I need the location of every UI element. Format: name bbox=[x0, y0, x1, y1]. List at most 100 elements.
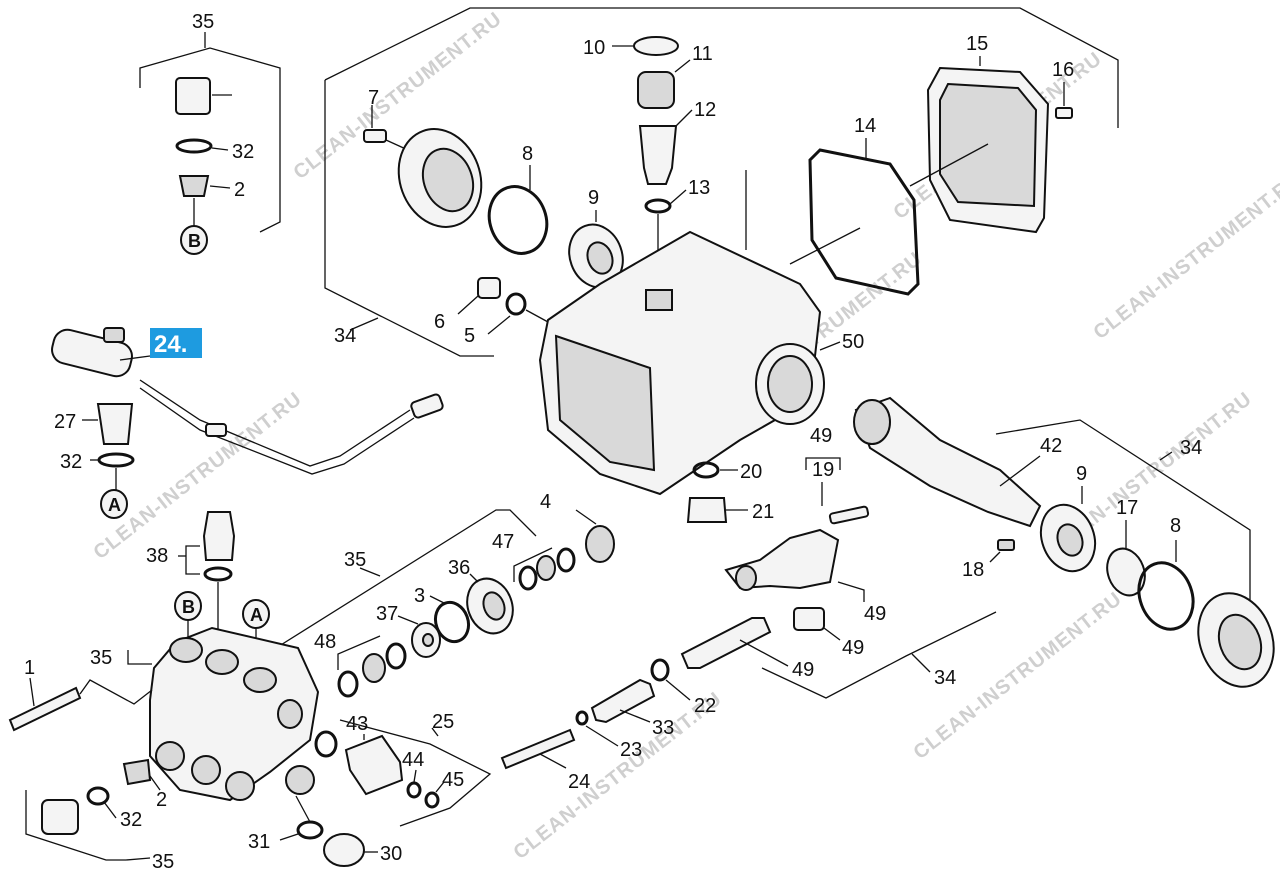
part-number-48: 48 bbox=[314, 631, 336, 653]
part-number-24: 24 bbox=[568, 771, 590, 793]
group-top-center: 10 11 12 13 bbox=[583, 36, 716, 290]
part-number-12: 12 bbox=[694, 99, 716, 121]
part-number-19: 19 bbox=[812, 459, 834, 481]
valve-seat-part bbox=[96, 403, 134, 445]
o-ring-part bbox=[97, 452, 135, 468]
group-top-left: 35 32 2 B bbox=[139, 11, 281, 255]
part-number-35: 35 bbox=[90, 647, 112, 669]
plunger-guide-part bbox=[680, 617, 772, 669]
seal-part bbox=[536, 555, 556, 581]
check-valve-part bbox=[202, 511, 236, 561]
part-number-34: 34 bbox=[934, 667, 956, 689]
part-number-20: 20 bbox=[740, 461, 762, 483]
part-number-14: 14 bbox=[854, 115, 876, 137]
group-crankshaft: 34 42 20 21 49 19 9 17 8 18 bbox=[686, 396, 1275, 688]
ring-part bbox=[518, 565, 538, 591]
key-part bbox=[997, 539, 1015, 551]
part-number-16: 16 bbox=[1052, 59, 1074, 81]
callout-b-letter: B bbox=[182, 597, 195, 617]
manifold-port bbox=[191, 755, 221, 785]
bolt-part bbox=[8, 686, 82, 732]
crankcase-bore-inner bbox=[767, 355, 813, 413]
callout-a bbox=[100, 489, 128, 519]
valve-part bbox=[178, 175, 210, 197]
part-number-34: 34 bbox=[1180, 437, 1202, 459]
bearing-bore bbox=[1056, 523, 1084, 557]
part-number-50: 50 bbox=[842, 331, 864, 353]
part-number-30: 30 bbox=[380, 843, 402, 865]
part-number-44: 44 bbox=[402, 749, 424, 771]
rear-cover-inner bbox=[939, 82, 1038, 208]
group-rear-cover: 15 16 14 bbox=[324, 7, 1119, 296]
manifold-port bbox=[205, 649, 239, 675]
callout-b bbox=[180, 225, 208, 255]
group-manifold: B A 1 35 43 25 44 45 bbox=[8, 591, 492, 827]
part-number-6: 6 bbox=[434, 311, 445, 333]
o-ring-part bbox=[1137, 561, 1195, 631]
gasket-part bbox=[808, 148, 920, 296]
callout-a-letter: A bbox=[108, 495, 121, 515]
part-number-45: 45 bbox=[442, 769, 464, 791]
bolt-part bbox=[363, 129, 387, 143]
part-number-7: 7 bbox=[368, 87, 379, 109]
part-number-32: 32 bbox=[60, 451, 82, 473]
o-ring-part bbox=[424, 791, 440, 809]
group-front-cover: 7 8 9 bbox=[363, 87, 624, 289]
bearing-cover-bore bbox=[1217, 613, 1263, 671]
valve-part bbox=[122, 758, 152, 786]
plug-part bbox=[686, 497, 728, 523]
part-number-32: 32 bbox=[120, 809, 142, 831]
manifold-port bbox=[225, 771, 255, 801]
manifold-port bbox=[155, 741, 185, 771]
part-number-36: 36 bbox=[448, 557, 470, 579]
sensor-nut-part bbox=[103, 327, 125, 343]
part-number-49: 49 bbox=[792, 659, 814, 681]
filter-part bbox=[637, 71, 675, 109]
o-ring-part bbox=[296, 820, 324, 840]
ring-part bbox=[556, 547, 576, 573]
o-ring-part bbox=[505, 292, 527, 316]
part-number-8: 8 bbox=[1170, 515, 1181, 537]
plug-part bbox=[477, 277, 501, 299]
seal-part bbox=[1106, 547, 1146, 597]
part-number-35: 35 bbox=[192, 11, 214, 33]
part-number-32: 32 bbox=[232, 141, 254, 163]
part-number-8: 8 bbox=[522, 143, 533, 165]
part-number-47: 47 bbox=[492, 531, 514, 553]
group-check-valve: 38 bbox=[146, 511, 236, 640]
group-crankcase: 34 50 6 5 bbox=[324, 80, 864, 496]
cup-part bbox=[638, 125, 678, 185]
seal-part bbox=[585, 525, 615, 563]
part-number-22: 22 bbox=[694, 695, 716, 717]
group-seals: 35 4 47 36 3 37 48 bbox=[275, 491, 615, 698]
ring-part bbox=[385, 642, 407, 670]
plug-part bbox=[323, 833, 365, 867]
o-ring-part bbox=[314, 730, 338, 758]
seal-part bbox=[362, 653, 386, 683]
manifold-part bbox=[149, 626, 320, 802]
valve-assembly-part bbox=[344, 734, 404, 796]
plunger-part bbox=[590, 678, 656, 724]
part-number-4: 4 bbox=[540, 491, 551, 513]
manifold-port bbox=[243, 667, 277, 693]
part-number-49: 49 bbox=[842, 637, 864, 659]
ring-part bbox=[337, 670, 359, 698]
crankcase-port bbox=[645, 289, 673, 311]
part-number-17: 17 bbox=[1116, 497, 1138, 519]
bearing-cover-bore bbox=[421, 147, 475, 213]
connecting-rod-eye bbox=[735, 565, 757, 591]
manifold-port bbox=[169, 637, 203, 663]
o-ring-part bbox=[406, 781, 422, 799]
o-ring-part bbox=[692, 461, 720, 479]
part-number-33: 33 bbox=[652, 717, 674, 739]
screw-part bbox=[1055, 107, 1073, 119]
part-number-35: 35 bbox=[152, 851, 174, 873]
part-number-9: 9 bbox=[1076, 463, 1087, 485]
group-bottom-left: 35 2 32 31 30 bbox=[25, 758, 402, 873]
part-number-18: 18 bbox=[962, 559, 984, 581]
part-number-9: 9 bbox=[588, 187, 599, 209]
manifold-port bbox=[277, 699, 303, 729]
crankshaft-end bbox=[853, 399, 891, 445]
plug-part bbox=[41, 799, 79, 835]
part-number-25: 25 bbox=[432, 711, 454, 733]
